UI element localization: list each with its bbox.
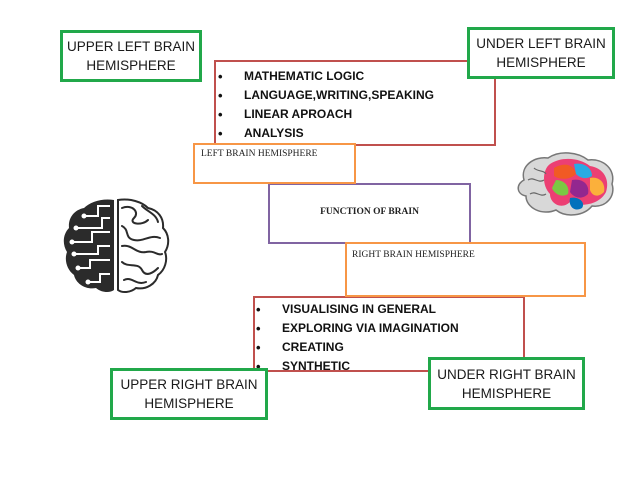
right-functions-list: VISUALISING IN GENERAL EXPLORING VIA IMA… bbox=[254, 300, 459, 376]
left-hemisphere-frame: LEFT BRAIN HEMISPHERE bbox=[193, 143, 356, 184]
under-left-box: UNDER LEFT BRAIN HEMISPHERE bbox=[467, 27, 615, 79]
list-item: VISUALISING IN GENERAL bbox=[254, 300, 459, 319]
list-item: EXPLORING VIA IMAGINATION bbox=[254, 319, 459, 338]
list-item: MATHEMATIC LOGIC bbox=[216, 67, 434, 86]
list-item: SYNTHETIC bbox=[254, 357, 459, 376]
upper-left-box: UPPER LEFT BRAIN HEMISPHERE bbox=[60, 30, 202, 82]
colorful-brain-icon bbox=[517, 152, 614, 216]
list-item: LANGUAGE,WRITING,SPEAKING bbox=[216, 86, 434, 105]
upper-right-box: UPPER RIGHT BRAIN HEMISPHERE bbox=[110, 368, 268, 420]
left-functions-list: MATHEMATIC LOGIC LANGUAGE,WRITING,SPEAKI… bbox=[216, 67, 434, 143]
right-hemisphere-label: RIGHT BRAIN HEMISPHERE bbox=[352, 250, 475, 260]
list-item: LINEAR APROACH bbox=[216, 105, 434, 124]
left-hemisphere-label: LEFT BRAIN HEMISPHERE bbox=[201, 149, 318, 159]
function-of-brain-frame bbox=[268, 183, 471, 244]
list-item: CREATING bbox=[254, 338, 459, 357]
circuit-brain-icon bbox=[63, 198, 170, 294]
function-of-brain-label: FUNCTION OF BRAIN bbox=[320, 207, 419, 217]
right-hemisphere-frame: RIGHT BRAIN HEMISPHERE bbox=[345, 242, 586, 297]
list-item: ANALYSIS bbox=[216, 124, 434, 143]
under-right-box: UNDER RIGHT BRAIN HEMISPHERE bbox=[428, 357, 585, 410]
